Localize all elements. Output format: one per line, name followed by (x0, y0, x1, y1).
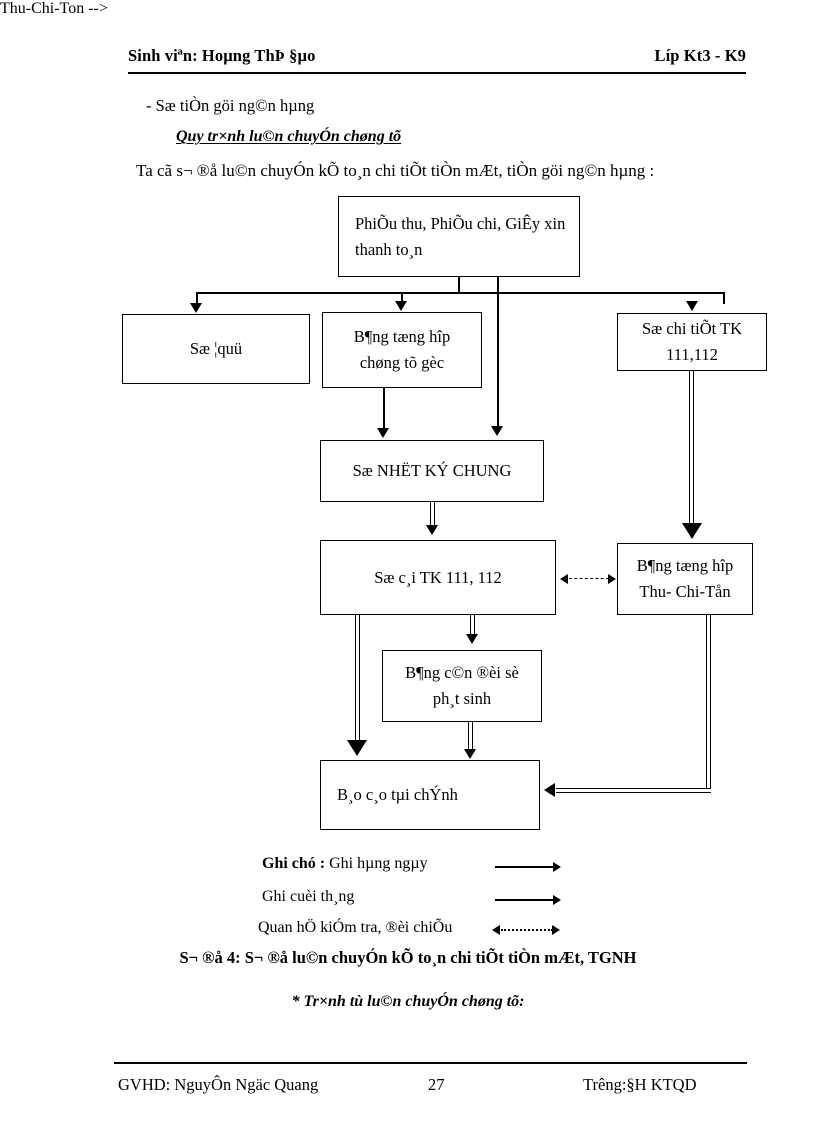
node-so-cai-tk: Sæ c¸i TK 111, 112 (320, 540, 556, 615)
node-so-nhat-ky-chung: Sæ NHËT KÝ CHUNG (320, 440, 544, 502)
connector-so-chi-tiet-to-thu-chi-ton (689, 371, 694, 531)
intro-paragraph: Ta cã s¬ ®å lu©n chuyÓn kÕ to¸n chi tiÕt… (136, 161, 655, 180)
header-divider (128, 72, 746, 74)
arrowhead-bao-cao-center (464, 749, 476, 759)
node-bang-tong-hop-thu-chi-ton-label: B¶ng tæng hîp Thu- Chi-Tån (636, 556, 734, 601)
arrowhead-reconcile-right (608, 574, 616, 584)
node-bang-can-doi-so-phat-sinh: B¶ng c©n ®èi sè ph¸t sinh (382, 650, 542, 722)
connector-so-cai-to-can-doi (470, 615, 475, 637)
footer-divider (114, 1062, 747, 1064)
legend-row-monthly: Ghi cuèi th¸ng (262, 888, 354, 906)
header-class: Líp Kt3 - K9 (654, 46, 746, 65)
node-so-nhat-ky-chung-label: Sæ NHËT KÝ CHUNG (352, 461, 512, 481)
arrowhead-so-cai (426, 525, 438, 535)
legend-arrow-daily-head (553, 862, 561, 872)
arrowhead-can-doi (466, 634, 478, 644)
legend-arrow-reconcile-line (501, 929, 553, 931)
connector-thu-chi-ton-to-bao-cao-horizontal (556, 788, 711, 793)
arrowhead-thu-chi-ton (682, 523, 702, 539)
connector-bus-right-leg (692, 292, 724, 294)
connector-so-cai-to-bao-cao (355, 615, 360, 746)
connector-check-reconcile (569, 578, 609, 579)
legend-title: Ghi chó : (262, 855, 326, 872)
arrowhead-nhat-ky-left (377, 428, 389, 438)
arrowhead-reconcile-left (560, 574, 568, 584)
node-bang-can-doi-so-phat-sinh-label: B¶ng c©n ®èi sè ph¸t sinh (405, 663, 519, 708)
connector-to-so-quy (196, 292, 198, 306)
connector-nhat-ky-to-so-cai (430, 502, 435, 528)
arrowhead-so-chi-tiet (686, 301, 698, 311)
node-chung-tu: PhiÕu thu, PhiÕu chi, GiÊy xin thanh to¸… (338, 196, 580, 277)
header-student-name: Sinh viªn: Hoµng ThÞ §µo (128, 46, 316, 65)
legend-row-daily-label: Ghi hµng ngµy (329, 855, 428, 872)
bullet-bank-deposit: - Sæ tiÒn göi ng©n hµng (146, 96, 315, 115)
node-so-chi-tiet-tk-label: Sæ chi tiÕt TK 111,112 (641, 319, 743, 364)
connector-stem-top (458, 277, 460, 293)
node-chung-tu-label: PhiÕu thu, PhiÕu chi, GiÊy xin thanh to¸… (355, 213, 566, 259)
node-bao-cao-tai-chinh-label: B¸o c¸o tµi chÝnh (337, 785, 458, 805)
connector-thu-chi-ton-to-bao-cao-vertical (706, 615, 711, 793)
node-so-quy-label: Sæ ¦quü (189, 339, 243, 359)
arrowhead-so-quy (190, 303, 202, 313)
footer-page-number: 27 (428, 1075, 445, 1094)
legend-arrow-monthly-head (553, 895, 561, 905)
connector-chung-tu-to-nhat-ky (497, 277, 499, 427)
arrowhead-bao-cao-left (347, 740, 367, 756)
legend-row-monthly-label: Ghi cuèi th¸ng (262, 888, 355, 905)
footer-advisor: GVHD: NguyÔn Ngäc Quang (118, 1075, 319, 1094)
legend-arrow-daily-line (495, 866, 555, 868)
node-bao-cao-tai-chinh: B¸o c¸o tµi chÝnh (320, 760, 540, 830)
page-header: Sinh viªn: Hoµng ThÞ §µo Líp Kt3 - K9 (128, 46, 746, 66)
legend-arrow-reconcile-head-left (492, 925, 500, 935)
node-bang-tong-hop-chung-tu: B¶ng tæng hîp chøng tõ gèc (322, 312, 482, 388)
arrowhead-bang-tong-hop (395, 301, 407, 311)
connector-to-so-chi-tiet (723, 292, 725, 304)
legend-row-daily: Ghi chó : Ghi hµng ngµy (262, 855, 428, 873)
legend-arrow-monthly-line (495, 899, 555, 901)
node-so-cai-tk-label: Sæ c¸i TK 111, 112 (374, 567, 502, 587)
figure-caption: S¬ ®å 4: S¬ ®å lu©n chuyÓn kÕ to¸n chi t… (179, 948, 637, 967)
figure-subcaption: * Tr×nh tù lu©n chuyÓn chøng tõ: (291, 993, 525, 1010)
footer-school: Trêng:§H KTQD (583, 1075, 697, 1094)
connector-bus (196, 292, 724, 294)
legend-arrow-reconcile-head-right (552, 925, 560, 935)
node-bang-tong-hop-thu-chi-ton: B¶ng tæng hîp Thu- Chi-Tån (617, 543, 753, 615)
legend-row-reconcile-label: Quan hÖ kiÓm tra, ®èi chiÕu (258, 919, 453, 936)
connector-bang-tong-hop-to-nhat-ky (383, 388, 385, 429)
arrowhead-bao-cao-right (544, 783, 555, 797)
arrowhead-nhat-ky-center (491, 426, 503, 436)
node-so-chi-tiet-tk: Sæ chi tiÕt TK 111,112 (617, 313, 767, 371)
node-so-quy: Sæ ¦quü (122, 314, 310, 384)
connector-to-bang-tong-hop (401, 292, 403, 304)
section-subtitle: Quy tr×nh lu©n chuyÓn chøng tõ (176, 128, 402, 145)
legend-row-reconcile: Quan hÖ kiÓm tra, ®èi chiÕu (258, 919, 452, 937)
connector-can-doi-to-bao-cao (468, 722, 473, 752)
node-bang-tong-hop-chung-tu-label: B¶ng tæng hîp chøng tõ gèc (353, 327, 451, 372)
